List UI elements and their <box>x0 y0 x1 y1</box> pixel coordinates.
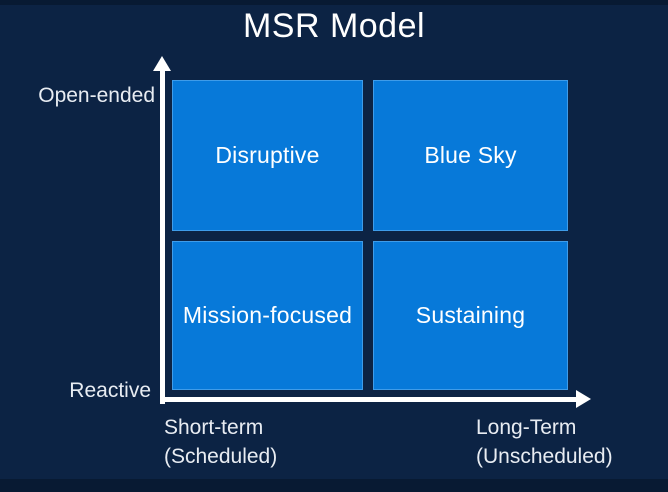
x-axis-right-label: Long-Term (Unscheduled) <box>476 413 613 471</box>
x-axis-arrowhead-icon <box>576 390 591 408</box>
top-edge-strip <box>0 0 668 5</box>
quadrant-disruptive: Disruptive <box>172 80 363 231</box>
quadrant-matrix: Disruptive Blue Sky Mission-focused Sust… <box>172 80 568 390</box>
x-axis-right-label-line2: (Unscheduled) <box>476 445 613 468</box>
x-axis-left-label-line2: (Scheduled) <box>164 445 278 468</box>
bottom-edge-strip <box>0 479 668 492</box>
x-axis-right-label-line1: Long-Term <box>476 416 577 439</box>
y-axis-arrowhead-icon <box>153 56 171 71</box>
quadrant-blue-sky: Blue Sky <box>373 80 568 231</box>
quadrant-sustaining: Sustaining <box>373 241 568 390</box>
x-axis-left-label-line1: Short-term <box>164 416 264 439</box>
y-axis-top-label: Open-ended <box>38 84 155 107</box>
x-axis-line <box>160 397 577 402</box>
y-axis-line <box>160 70 165 404</box>
quadrant-mission-focused: Mission-focused <box>172 241 363 390</box>
y-axis-bottom-label: Reactive <box>69 379 151 402</box>
page-title: MSR Model <box>242 7 426 45</box>
x-axis-left-label: Short-term (Scheduled) <box>164 413 277 471</box>
